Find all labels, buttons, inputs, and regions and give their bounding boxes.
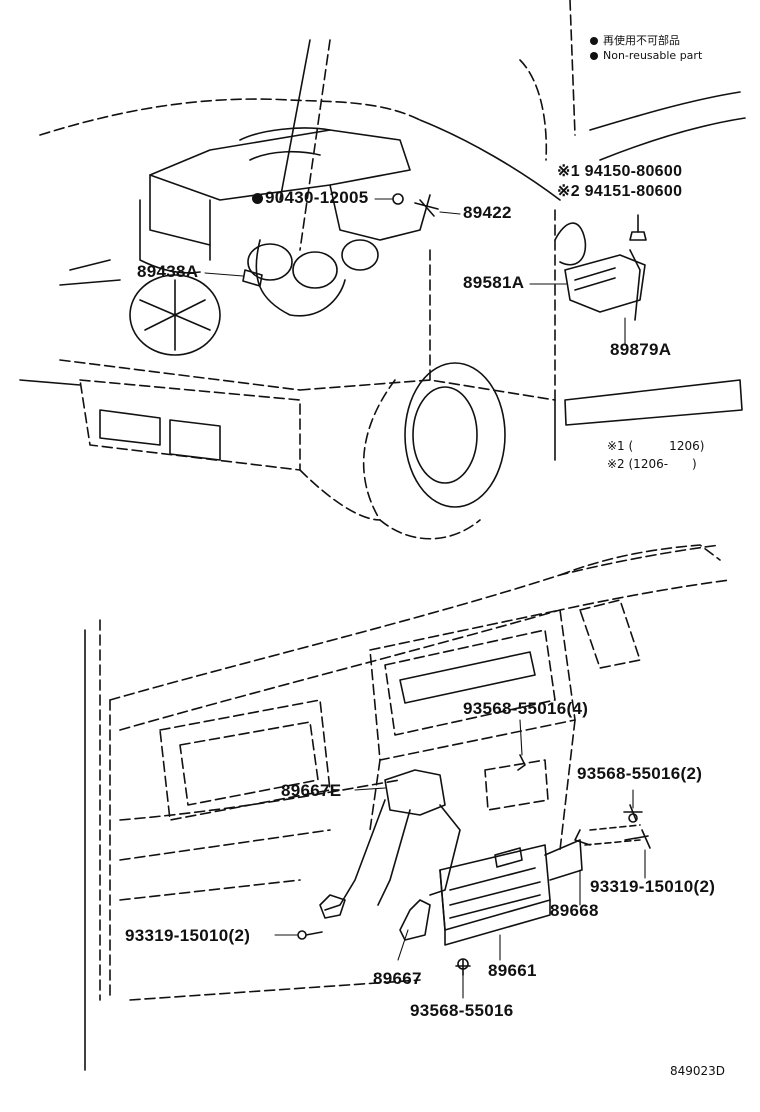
part-label-94150[interactable]: ※1 94150-80600 xyxy=(557,163,683,180)
part-label-93568-55016-4[interactable]: 93568-55016(4) xyxy=(463,699,589,718)
part-label-89667[interactable]: 89667 xyxy=(373,969,422,988)
part-label-89668[interactable]: 89668 xyxy=(550,901,599,920)
non-reusable-dot-icon xyxy=(252,193,263,204)
note-2: ※2 (1206- ) xyxy=(607,457,697,471)
part-label-93319-15010-2-left[interactable]: 93319-15010(2) xyxy=(125,926,251,945)
part-label-89422[interactable]: 89422 xyxy=(463,203,512,222)
note-1: ※1 ( 1206) xyxy=(607,439,705,453)
part-label-90430[interactable]: 90430-12005 xyxy=(252,188,369,208)
part-label-89667E[interactable]: 89667E xyxy=(281,781,342,800)
non-reusable-dot-icon xyxy=(590,52,598,60)
legend-non-reusable-en: Non-reusable part xyxy=(590,49,702,62)
engine-bay-drawing xyxy=(19,0,746,540)
part-label-93568-55016[interactable]: 93568-55016 xyxy=(410,1001,514,1020)
part-label-89661[interactable]: 89661 xyxy=(488,961,537,980)
part-label-89438A[interactable]: 89438A xyxy=(137,262,199,281)
part-label-93319-15010-2-right[interactable]: 93319-15010(2) xyxy=(590,877,716,896)
non-reusable-dot-icon xyxy=(590,37,598,45)
part-label-89581A[interactable]: 89581A xyxy=(463,273,525,292)
instrument-panel-drawing xyxy=(84,544,731,1071)
part-label-89879A[interactable]: 89879A xyxy=(610,340,672,359)
part-label-93568-55016-2[interactable]: 93568-55016(2) xyxy=(577,764,703,783)
part-label-94151[interactable]: ※2 94151-80600 xyxy=(557,183,683,200)
diagram-reference-code: 849023D xyxy=(670,1064,726,1078)
legend-non-reusable-jp: 再使用不可部品 xyxy=(590,32,680,48)
